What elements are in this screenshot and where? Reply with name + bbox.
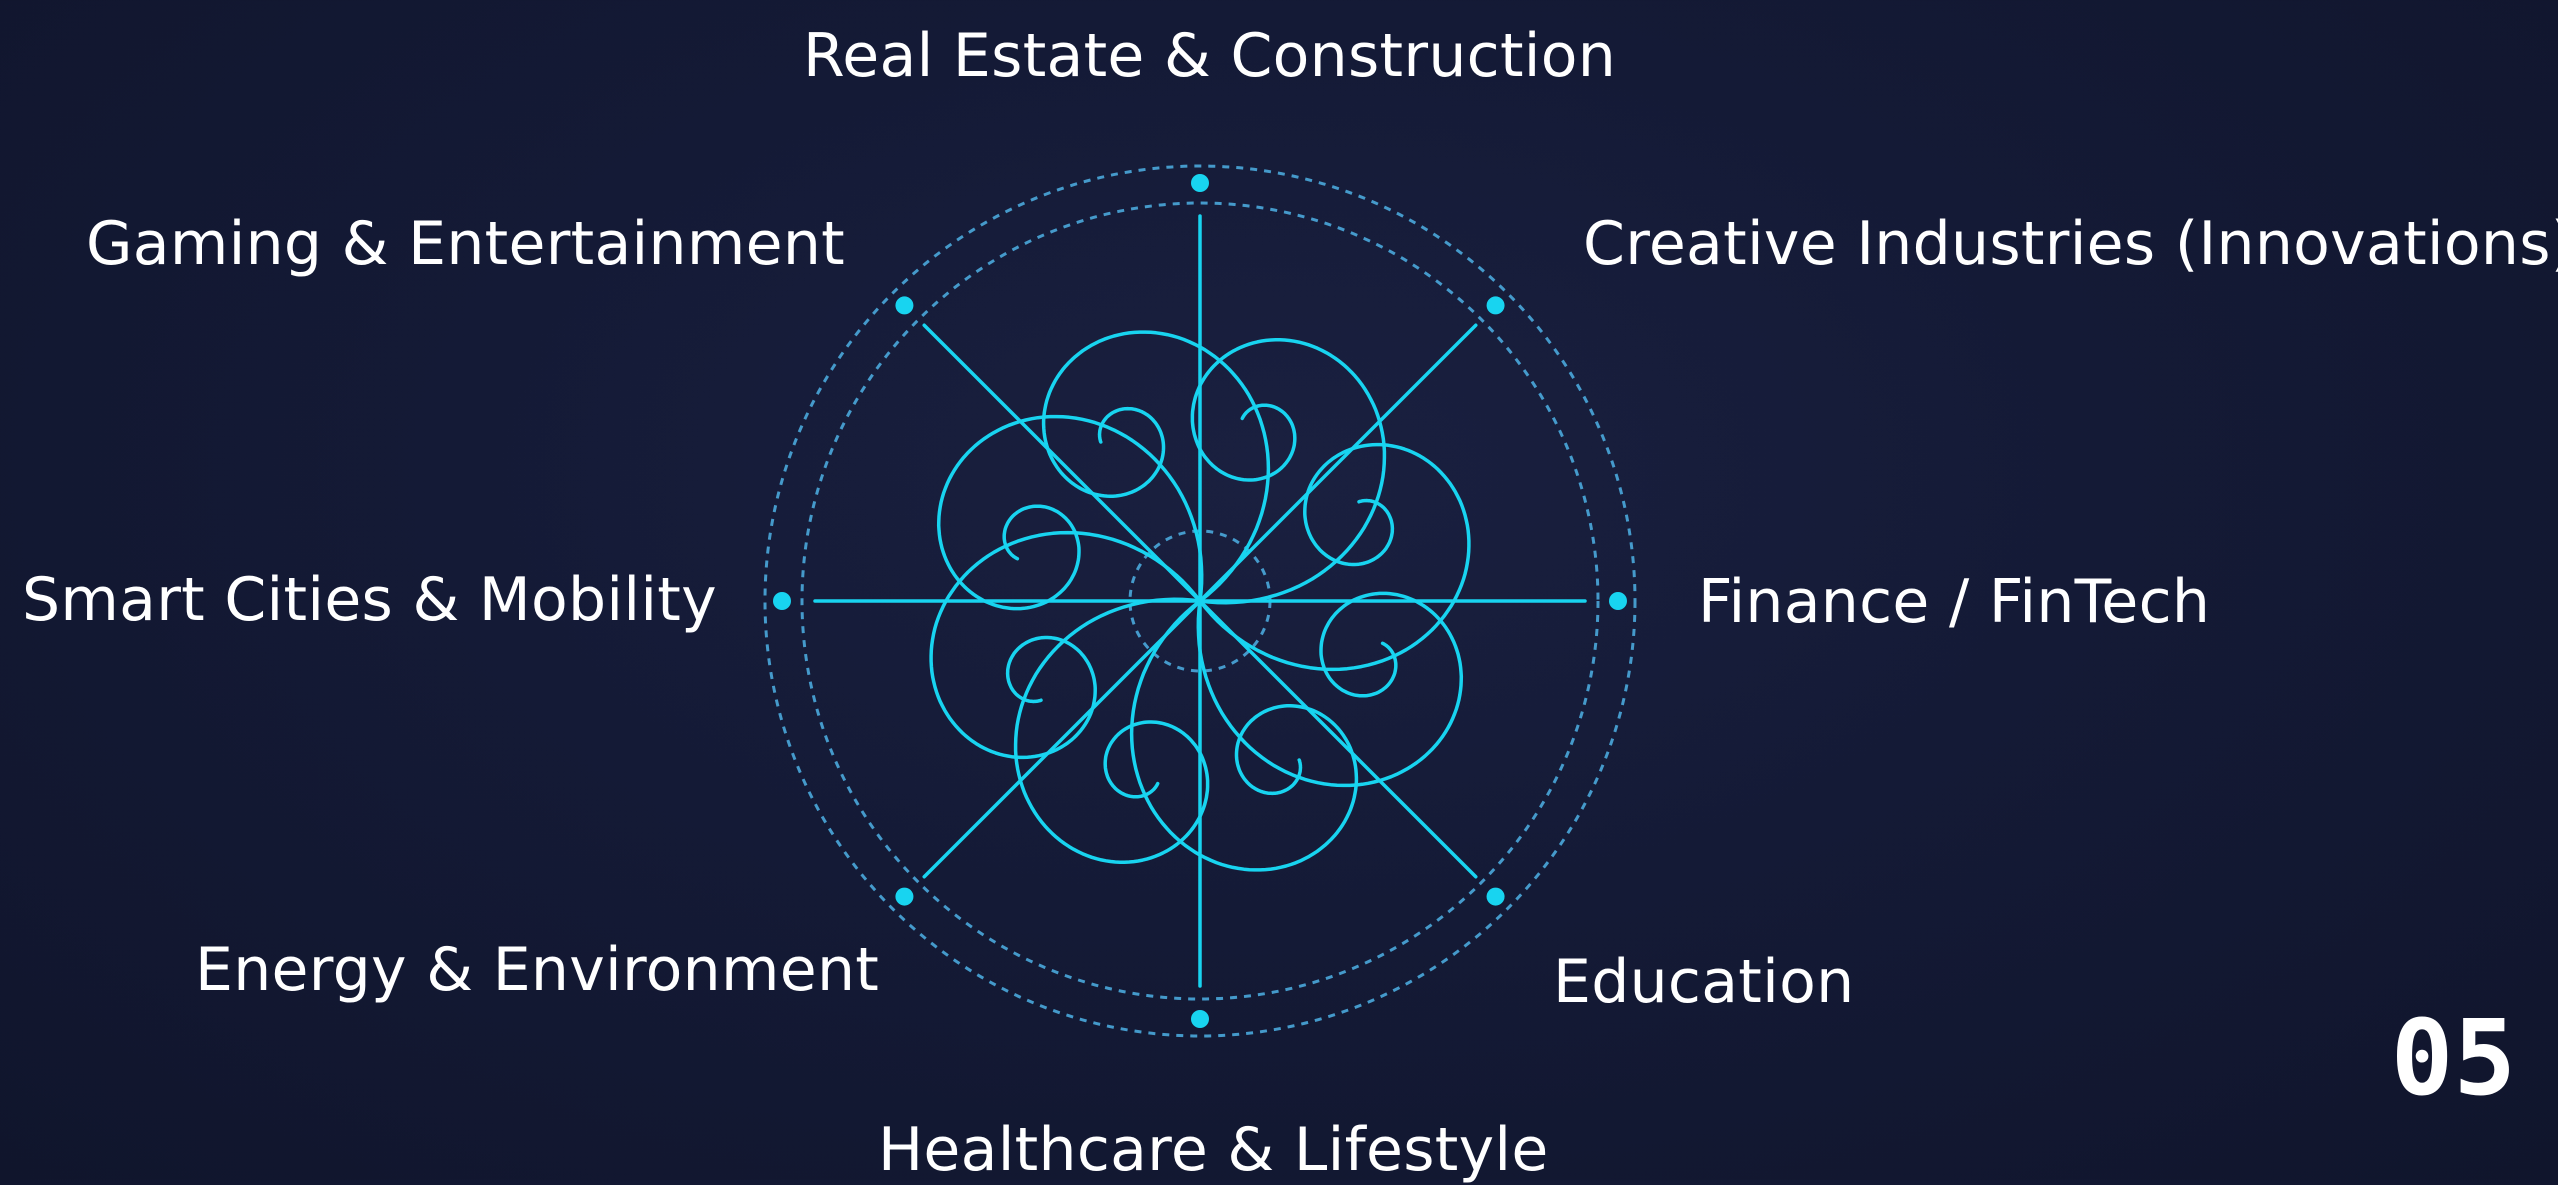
ring-dot <box>895 296 914 315</box>
sector-label-real-estate: Real Estate & Construction <box>803 21 1617 91</box>
ring-dot <box>1609 592 1627 610</box>
ring-dot <box>895 887 914 906</box>
outer-dotted-ring <box>763 164 1637 1038</box>
sector-label-healthcare: Healthcare & Lifestyle <box>878 1115 1549 1185</box>
spiral-petal <box>1129 599 1359 872</box>
spoke-line <box>922 599 1202 879</box>
spoke-line <box>1198 599 1478 879</box>
ring-dot <box>1191 1010 1209 1028</box>
spiral-petal <box>936 414 1204 611</box>
sector-label-energy: Energy & Environment <box>195 935 880 1005</box>
spoke-line <box>922 323 1202 603</box>
spiral-petal <box>1041 330 1271 603</box>
ring-dot <box>1486 296 1505 315</box>
spiral-petal <box>929 530 1202 760</box>
sector-label-education: Education <box>1553 947 1855 1017</box>
spokes <box>813 214 1587 988</box>
sector-label-gaming: Gaming & Entertainment <box>86 209 845 279</box>
inner-dotted-ring <box>800 201 1600 1001</box>
sector-label-creative-industries: Creative Industries (Innovations) <box>1583 209 2558 279</box>
page-number: 05 <box>2390 997 2516 1119</box>
sector-label-fintech: Finance / FinTech <box>1698 567 2211 637</box>
ring-dot <box>1191 174 1209 192</box>
spiral-petal <box>1190 337 1387 605</box>
spiral-petals <box>929 330 1471 872</box>
ring-dot <box>773 592 791 610</box>
ring-dot <box>1486 887 1505 906</box>
sector-label-smart-cities: Smart Cities & Mobility <box>22 565 717 635</box>
spiral-petal <box>1196 591 1464 788</box>
spiral-petal <box>1013 597 1210 865</box>
spiral-petal <box>1198 442 1471 672</box>
ring-dots <box>773 174 1627 1028</box>
spoke-line <box>1198 323 1478 603</box>
